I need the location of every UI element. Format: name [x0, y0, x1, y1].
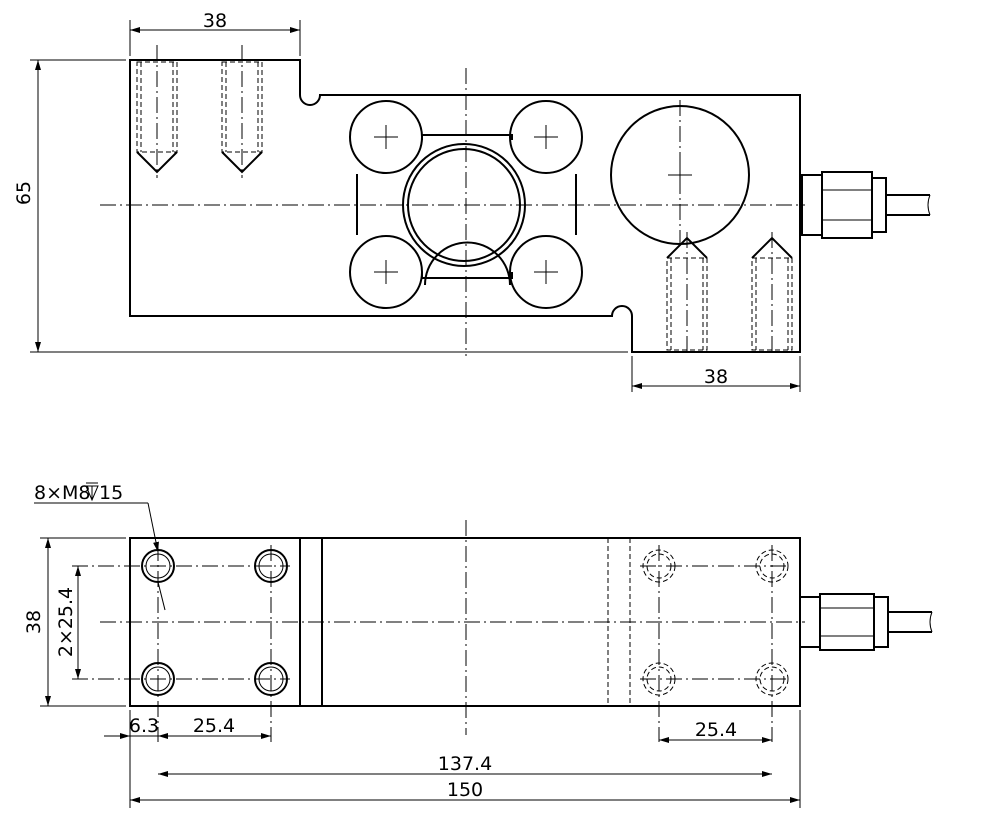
thread-callout-pre: 8×M8	[34, 482, 91, 504]
central-bore	[402, 143, 526, 267]
thread-hole-3	[141, 662, 175, 696]
dim-total-length-label: 150	[447, 779, 483, 801]
thread-hole-4	[254, 662, 288, 696]
central-bore-inner	[407, 148, 521, 262]
thread-callout-post: 15	[99, 482, 123, 504]
bottom-view: 8×M8 15 38 2×25.4 6.3 25.4	[23, 482, 933, 808]
cable-gland-bottom	[799, 593, 933, 651]
dim-edge-offset-label: 6.3	[129, 715, 159, 737]
tapped-hole-left-1	[136, 45, 178, 178]
dim-top-width-label: 38	[203, 10, 227, 32]
dim-hole-pitch: 2×25.4	[55, 566, 81, 679]
tapped-hole-left-2	[221, 45, 263, 178]
depth-symbol	[85, 482, 99, 502]
hidden-hole-3	[642, 662, 676, 696]
dim-total-length: 150	[129, 710, 801, 808]
dim-left-offsets: 6.3 25.4	[104, 710, 271, 744]
dim-top-width: 38	[129, 10, 301, 56]
dim-right-pitch-label: 25.4	[695, 719, 737, 741]
hidden-hole-2	[755, 549, 789, 583]
hidden-hole-1	[642, 549, 676, 583]
top-view: 38 65 38	[13, 10, 931, 392]
dim-left-pitch-label: 25.4	[193, 715, 235, 737]
tapped-hole-right-2	[751, 232, 793, 356]
dim-height-bottom: 38	[23, 537, 126, 707]
dim-height-top: 65	[13, 59, 628, 353]
dim-hole-pitch-label: 2×25.4	[55, 587, 77, 657]
load-cell-body-outline	[129, 59, 801, 353]
thread-hole-2	[254, 549, 288, 583]
dim-hole-span: 137.4	[158, 753, 772, 777]
dim-right-pitch: 25.4	[659, 719, 772, 743]
tapped-hole-right-1	[666, 232, 708, 356]
strain-cavity	[349, 100, 583, 309]
hidden-hole-4	[755, 662, 789, 696]
dim-bottom-width: 38	[631, 356, 801, 392]
dim-height-top-label: 65	[13, 181, 35, 205]
dim-hole-span-label: 137.4	[438, 753, 492, 775]
cable-gland-top	[801, 171, 931, 239]
thread-callout: 8×M8 15	[34, 482, 166, 611]
dim-bottom-width-label: 38	[704, 366, 728, 388]
dim-height-bottom-label: 38	[23, 610, 45, 634]
